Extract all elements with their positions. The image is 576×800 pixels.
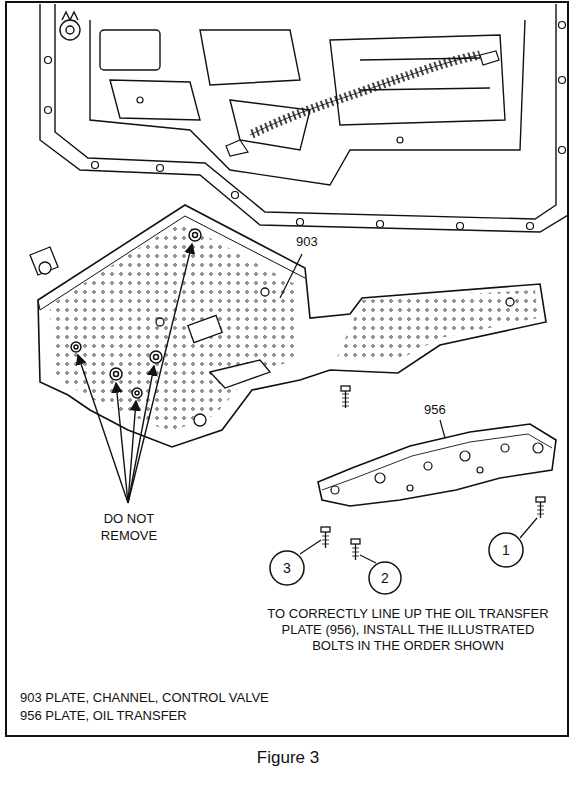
figure-caption: Figure 3	[0, 748, 576, 768]
legend-line: 956 PLATE, OIL TRANSFER	[20, 708, 560, 723]
instruction-note: TO CORRECTLY LINE UP THE OIL TRANSFER PL…	[262, 606, 554, 654]
do-not-remove-bolts	[71, 229, 201, 398]
callout-circle: 3	[268, 549, 306, 587]
plate-holes	[335, 290, 538, 362]
wiring-harness-outline	[250, 55, 480, 135]
transmission-case	[40, 4, 568, 232]
channel-plate-903	[38, 205, 546, 447]
part-number: 903	[296, 234, 318, 249]
plate-edge	[322, 434, 552, 490]
leader-lines	[280, 254, 537, 563]
plate-holes	[50, 222, 295, 432]
warning-label: DO NOT REMOVE	[82, 510, 176, 544]
legend-line: 903 PLATE, CHANNEL, CONTROL VALVE	[20, 690, 560, 705]
plate-features	[30, 247, 514, 426]
callout-number: 3	[283, 560, 291, 576]
part-number: 956	[424, 402, 446, 417]
connector	[480, 51, 499, 65]
callout-number: 2	[381, 570, 389, 586]
leader-arrows	[78, 244, 192, 503]
wiring-harness	[250, 55, 480, 135]
oil-transfer-plate-956	[318, 424, 556, 506]
case-bolt-holes	[45, 22, 566, 230]
connector	[226, 140, 248, 156]
callout-circle: 1	[487, 531, 525, 569]
plate-956-holes	[331, 443, 543, 494]
callout-number: 1	[502, 542, 510, 558]
callout-circle: 2	[367, 560, 403, 596]
frame	[6, 2, 568, 736]
bolt	[341, 386, 350, 408]
